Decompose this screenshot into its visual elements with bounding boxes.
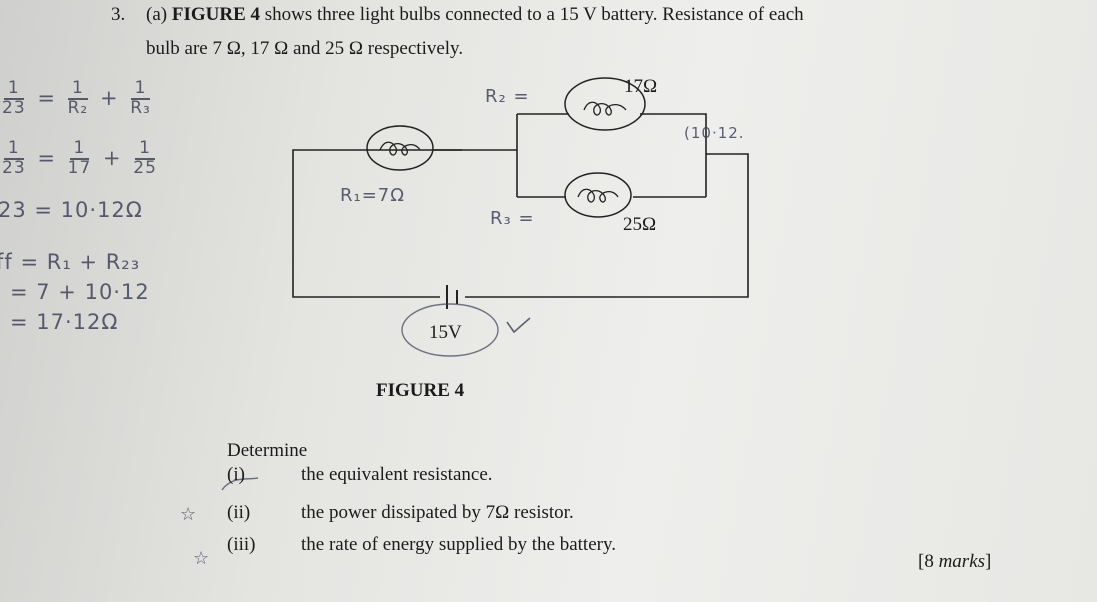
label-r3-value: 25Ω bbox=[623, 214, 657, 235]
hand-r3-label: R₃ = bbox=[490, 208, 535, 229]
hand-scribble-i bbox=[221, 477, 259, 491]
item-2-text: the power dissipated by 7Ω resistor. bbox=[301, 502, 574, 523]
circuit-wire-right bbox=[465, 153, 749, 298]
hand-working-line-5: = 7 + 10·12 bbox=[10, 280, 150, 304]
circuit-wire-r2-branch-right bbox=[640, 113, 707, 197]
question-line-1-rest: shows three light bulbs connected to a 1… bbox=[260, 4, 804, 25]
question-number: 3. bbox=[111, 4, 126, 25]
hand-parallel-value: (10·12. bbox=[684, 124, 745, 142]
item-2-number: (ii) bbox=[227, 502, 251, 523]
bulb-r3-icon bbox=[564, 172, 632, 218]
hand-star-1-icon: ☆ bbox=[180, 504, 198, 525]
item-3-text: the rate of energy supplied by the batte… bbox=[301, 534, 616, 555]
hand-tick-mark bbox=[506, 317, 531, 334]
determine-heading: Determine bbox=[227, 440, 308, 461]
hand-star-2-icon: ☆ bbox=[193, 548, 211, 569]
hand-working-line-6: = 17·12Ω bbox=[10, 310, 119, 334]
label-battery-voltage: 15V bbox=[429, 322, 462, 343]
bulb-r2-icon bbox=[564, 77, 646, 131]
item-3-number: (iii) bbox=[227, 534, 256, 555]
marks-label: [8 marks] bbox=[918, 551, 992, 572]
hand-r1-label: R₁=7Ω bbox=[340, 185, 406, 206]
figure-caption: FIGURE 4 bbox=[376, 380, 465, 401]
question-line-2: bulb are 7 Ω, 17 Ω and 25 Ω respectively… bbox=[146, 38, 464, 59]
label-r2-value: 17Ω bbox=[624, 76, 658, 97]
hand-r2-label: R₂ = bbox=[485, 86, 530, 107]
hand-circle-battery bbox=[401, 303, 499, 357]
hand-working-line-4: ff = R₁ + R₂₃ bbox=[0, 250, 141, 274]
bulb-r1-icon bbox=[366, 125, 434, 171]
circuit-wire-left bbox=[292, 149, 462, 298]
item-1-number: (i) bbox=[227, 464, 245, 485]
item-1-text: the equivalent resistance. bbox=[301, 464, 493, 485]
question-part: (a) bbox=[146, 4, 168, 25]
question-line-1: (a) FIGURE 4 shows three light bulbs con… bbox=[146, 4, 804, 26]
figure-reference: FIGURE 4 bbox=[171, 4, 260, 25]
hand-working-line-3: 23 = 10·12Ω bbox=[0, 198, 143, 222]
